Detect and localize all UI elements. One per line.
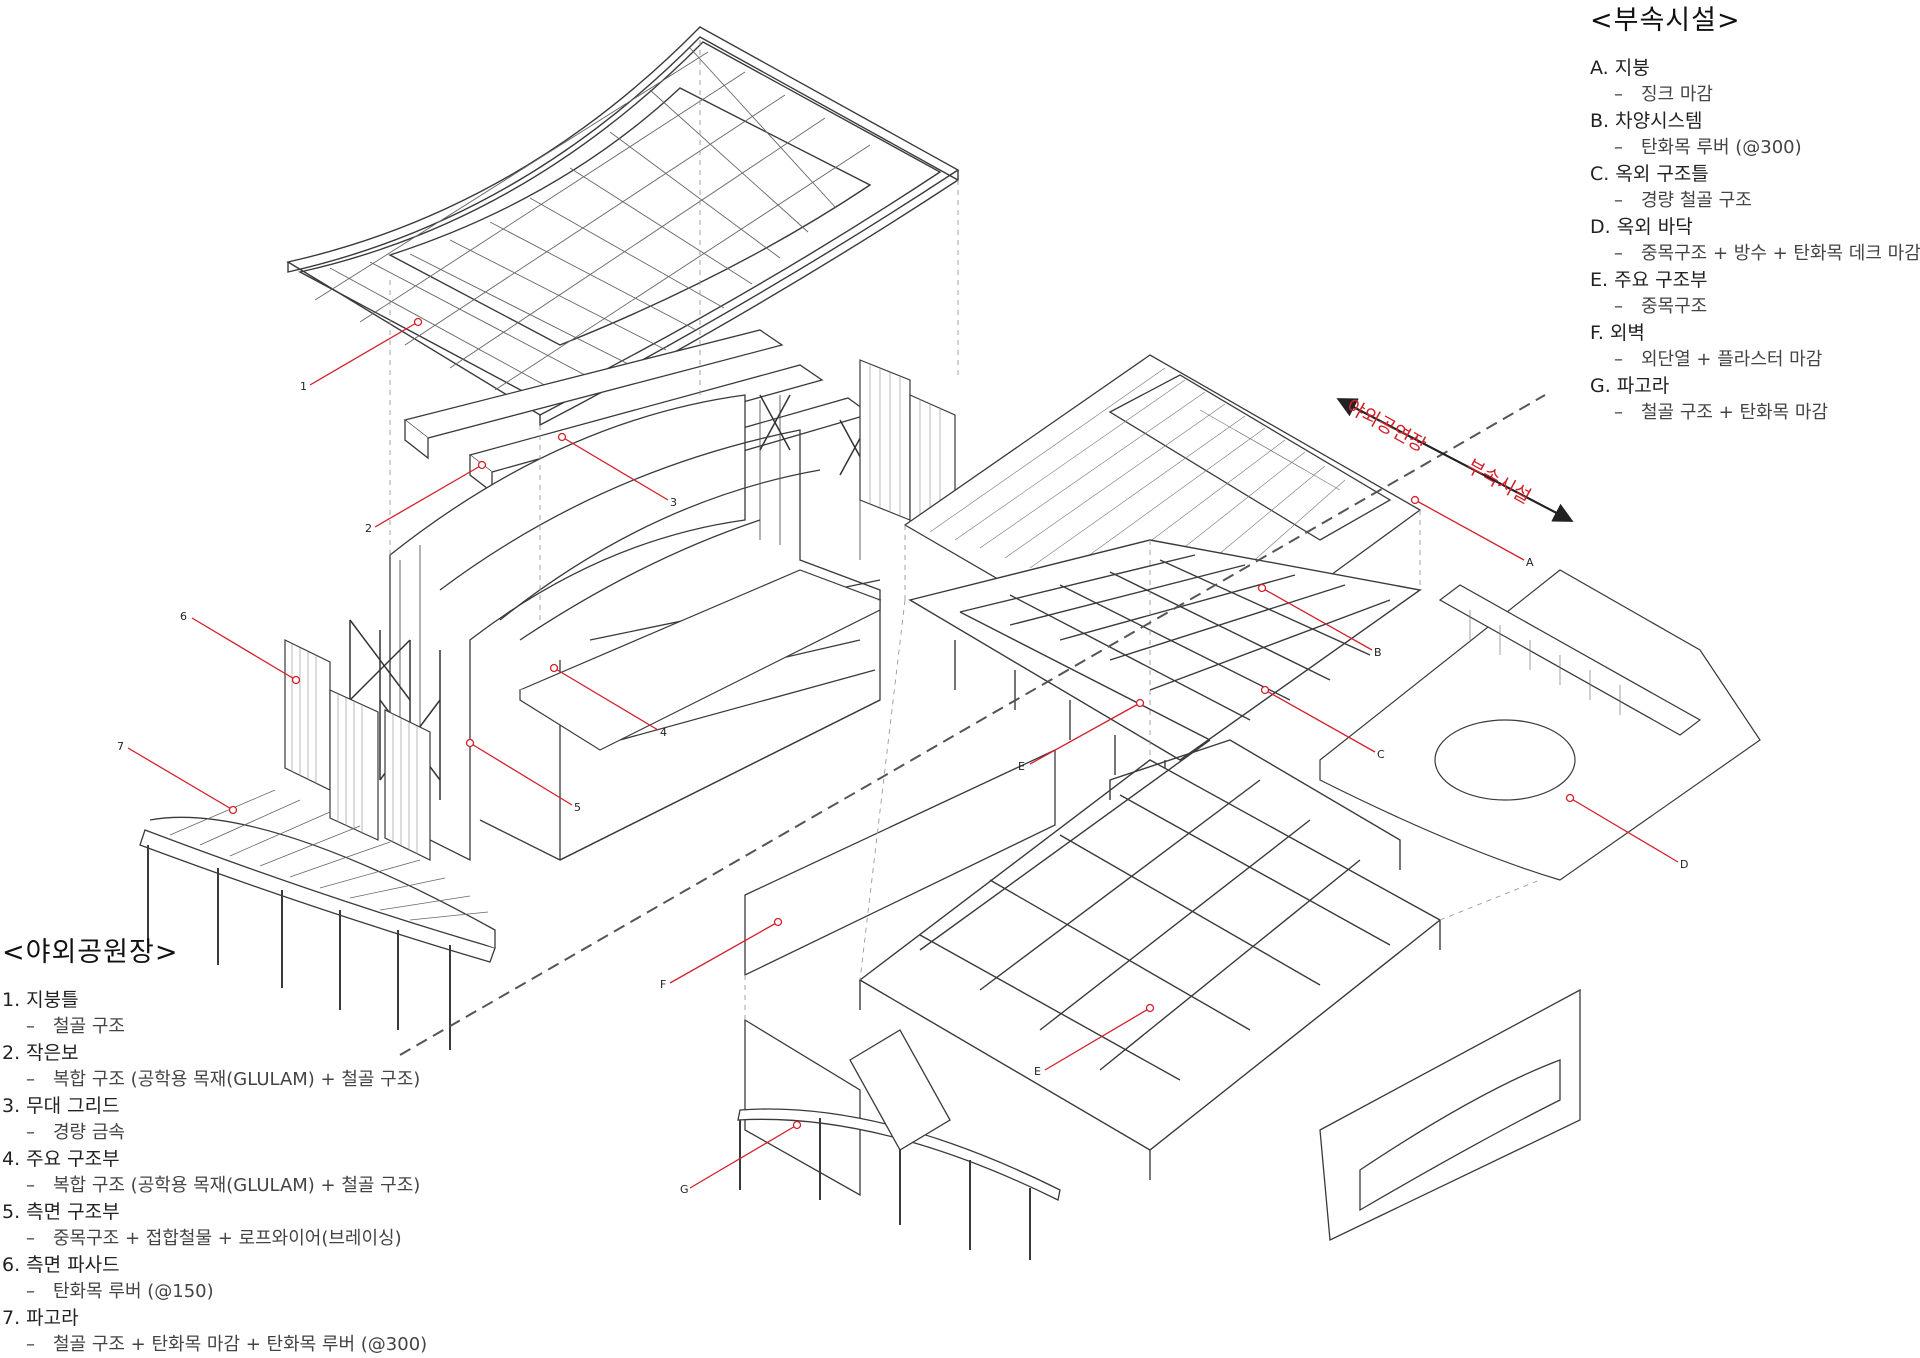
legend-performance-list: 1. 지붕틀 철골 구조 2. 작은보 복합 구조 (공학용 목재(GLULAM…: [2, 987, 427, 1358]
callout-leaders: [127, 317, 1679, 1189]
legend-annex-item: A. 지붕: [1590, 57, 1650, 79]
callout-2: 2: [365, 522, 372, 535]
legend-annex-item: D. 옥외 바닥: [1590, 216, 1693, 238]
legend-annex: <부속시설> A. 지붕 징크 마감 B. 차양시스템 탄화목 루버 (@300…: [1590, 0, 1920, 426]
legend-annex-list: A. 지붕 징크 마감 B. 차양시스템 탄화목 루버 (@300) C. 옥외…: [1590, 55, 1920, 426]
callout-4: 4: [660, 726, 667, 739]
legend-performance-item: 7. 파고라: [2, 1307, 79, 1329]
legend-annex-desc: 중목구조: [1590, 293, 1920, 320]
legend-performance-item: 6. 측면 파사드: [2, 1254, 120, 1276]
legend-performance-title: <야외공원장>: [2, 937, 179, 968]
callout-1: 1: [300, 380, 307, 393]
legend-annex-item: C. 옥외 구조틀: [1590, 163, 1709, 185]
annex-outdoor-floor: [1319, 569, 1761, 881]
legend-annex-item: B. 차양시스템: [1590, 110, 1703, 132]
legend-annex-desc: 중목구조 + 방수 + 탄화목 데크 마감: [1590, 240, 1920, 267]
legend-annex-desc: 경량 철골 구조: [1590, 187, 1920, 214]
annex-exterior-wall: [744, 748, 1581, 1241]
callout-G: G: [680, 1183, 689, 1196]
legend-performance-item: 3. 무대 그리드: [2, 1095, 120, 1117]
callout-C: C: [1377, 748, 1385, 761]
legend-performance-item: 2. 작은보: [2, 1042, 79, 1064]
legend-annex-title: <부속시설>: [1590, 5, 1741, 36]
zone-label-annex: 부속시설: [1463, 455, 1535, 508]
annex-main-structure: [858, 739, 1442, 1180]
callout-D: D: [1680, 858, 1688, 871]
legend-annex-desc: 외단열 + 플라스터 마감: [1590, 346, 1920, 373]
legend-performance-desc: 중목구조 + 접합철물 + 로프와이어(브레이싱): [2, 1225, 427, 1252]
legend-performance-item: 4. 주요 구조부: [2, 1148, 120, 1170]
callout-6: 6: [180, 610, 187, 623]
callout-E-upper: E: [1018, 760, 1025, 773]
legend-performance-item: 5. 측면 구조부: [2, 1201, 120, 1223]
zone-divider-line: [399, 394, 1546, 1056]
callout-B: B: [1374, 646, 1382, 659]
callout-labels: 1 2 3 4 5 6 7 A B C D E E F G: [117, 380, 1688, 1196]
legend-annex-item: E. 주요 구조부: [1590, 269, 1708, 291]
legend-performance-desc: 복합 구조 (공학용 목재(GLULAM) + 철골 구조): [2, 1172, 427, 1199]
callout-5: 5: [574, 801, 581, 814]
legend-annex-item: F. 외벽: [1590, 322, 1645, 344]
legend-annex-item: G. 파고라: [1590, 375, 1670, 397]
projection-lines: [389, 40, 1541, 1020]
legend-performance-desc: 탄화목 루버 (@150): [2, 1278, 427, 1305]
annex-pergola: [737, 1029, 1061, 1260]
zone-divider-arrow-back: [1336, 398, 1571, 521]
legend-performance-hall: <야외공원장> 1. 지붕틀 철골 구조 2. 작은보 복합 구조 (공학용 목…: [2, 930, 427, 1358]
legend-performance-desc: 철골 구조: [2, 1013, 427, 1040]
legend-performance-desc: 복합 구조 (공학용 목재(GLULAM) + 철골 구조): [2, 1066, 427, 1093]
callout-F: F: [660, 978, 666, 991]
zone-label-performance: 야외공연장: [1343, 395, 1430, 457]
legend-annex-desc: 징크 마감: [1590, 81, 1920, 108]
callout-3: 3: [670, 496, 677, 509]
annex-outdoor-frame: [908, 539, 1422, 790]
legend-performance-item: 1. 지붕틀: [2, 989, 79, 1011]
callout-A: A: [1526, 556, 1534, 569]
legend-annex-desc: 탄화목 루버 (@300): [1590, 134, 1920, 161]
legend-performance-desc: 철골 구조 + 탄화목 마감 + 탄화목 루버 (@300): [2, 1331, 427, 1358]
stage-grid: [518, 569, 882, 751]
legend-annex-desc: 철골 구조 + 탄화목 마감: [1590, 399, 1920, 426]
legend-performance-desc: 경량 금속: [2, 1119, 427, 1146]
callout-7: 7: [117, 740, 124, 753]
callout-E-lower: E: [1034, 1065, 1041, 1078]
pergola-left: [139, 789, 496, 1050]
roof-frame: [286, 26, 960, 427]
